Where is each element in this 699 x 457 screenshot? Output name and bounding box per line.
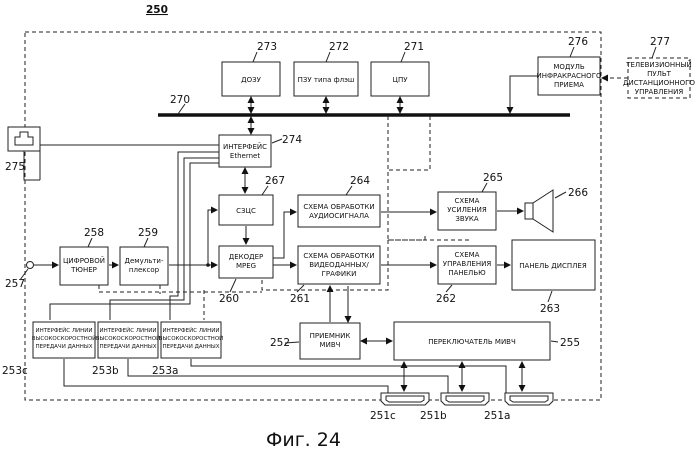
ref-255: 255 <box>560 337 580 349</box>
amp-label-3: ЗВУКА <box>455 215 479 223</box>
decoder-label-1: ДЕКОДЕР <box>229 253 263 261</box>
figure-caption: Фиг. 24 <box>266 429 341 451</box>
demux-label-2: плексор <box>129 266 160 274</box>
speaker-icon <box>525 203 533 219</box>
figure-ref-250: 250 <box>146 4 168 16</box>
rx-label-1: ПРИЕМНИК <box>310 332 351 340</box>
hs-c-label-1: ИНТЕРФЕЙС ЛИНИИ <box>36 327 93 334</box>
ref-270: 270 <box>170 94 190 106</box>
hs-c-label-3: ПЕРЕДАЧИ ДАННЫХ <box>35 344 92 350</box>
panelctl-label-1: СХЕМА <box>455 251 480 259</box>
ref-257: 257 <box>5 278 25 290</box>
ref-277: 277 <box>650 36 670 48</box>
tuner-label-2: ТЮНЕР <box>70 266 97 274</box>
panelctl-label-2: УПРАВЛЕНИЯ <box>443 260 492 268</box>
rx-label-2: МИВЧ <box>320 341 341 349</box>
ref-258: 258 <box>84 227 104 239</box>
remote-label-4: УПРАВЛЕНИЯ <box>635 88 684 96</box>
ref-275: 275 <box>5 161 25 173</box>
ir-label-2: ИНФРАКРАСНОГО <box>537 72 602 80</box>
ref-265: 265 <box>483 172 503 184</box>
audio-label-1: СХЕМА ОБРАБОТКИ <box>303 203 374 211</box>
ref-276: 276 <box>568 36 588 48</box>
video-label-3: ГРАФИКИ <box>322 270 357 278</box>
dozu-label: ДОЗУ <box>241 76 261 84</box>
amp-label-2: УСИЛЕНИЯ <box>447 206 487 214</box>
demux-label-1: Демульти- <box>125 257 164 265</box>
ref-253a: 253a <box>152 365 178 377</box>
ref-271: 271 <box>404 41 424 53</box>
cpu-label: ЦПУ <box>393 76 409 84</box>
ir-label-3: ПРИЕМА <box>554 81 584 89</box>
ref-260: 260 <box>219 293 239 305</box>
hs-b-label-1: ИНТЕРФЕЙС ЛИНИИ <box>100 327 157 334</box>
hs-a-label-1: ИНТЕРФЕЙС ЛИНИИ <box>163 327 220 334</box>
hdmi-connector-251b <box>441 393 489 405</box>
network-connector <box>8 127 40 151</box>
audio-processing-block <box>298 195 380 227</box>
display-label: ПАНЕЛЬ ДИСПЛЕЯ <box>519 262 587 270</box>
ref-272: 272 <box>329 41 349 53</box>
panelctl-label-3: ПАНЕЛЬЮ <box>448 269 486 277</box>
amp-label-1: СХЕМА <box>455 197 480 205</box>
hs-b-label-2: ВЫСОКОСКОРОСТНОЙ <box>96 335 161 342</box>
video-label-1: СХЕМА ОБРАБОТКИ <box>303 252 374 260</box>
ref-253c: 253c <box>2 365 28 377</box>
antenna-terminal <box>27 262 34 269</box>
hs-c-label-2: ВЫСОКОСКОРОСТНОЙ <box>32 335 97 342</box>
eth-label-1: ИНТЕРФЕЙС <box>223 142 267 151</box>
audio-label-2: АУДИОСИГНАЛА <box>309 212 369 220</box>
ref-251b: 251b <box>420 410 447 422</box>
hs-a-label-2: ВЫСОКОСКОРОСТНОЙ <box>159 335 224 342</box>
ref-267: 267 <box>265 175 285 187</box>
hs-a-label-3: ПЕРЕДАЧИ ДАННЫХ <box>162 344 219 350</box>
ref-261: 261 <box>290 293 310 305</box>
ref-263: 263 <box>540 303 560 315</box>
ref-264: 264 <box>350 175 370 187</box>
ref-253b: 253b <box>92 365 119 377</box>
remote-label-2: ПУЛЬТ <box>647 70 672 78</box>
ref-266: 266 <box>568 187 588 199</box>
video-label-2: ВИДЕОДАННЫХ/ <box>309 261 369 269</box>
szcs-label: СЗЦС <box>236 207 256 215</box>
remote-label-3: ДИСТАНЦИОННОГО <box>623 79 695 87</box>
remote-label-1: ТЕЛЕВИЗИОННЫЙ <box>625 60 692 69</box>
ir-label-1: МОДУЛЬ <box>553 63 585 71</box>
switch-label: ПЕРЕКЛЮЧАТЕЛЬ МИВЧ <box>428 338 516 346</box>
ref-273: 273 <box>257 41 277 53</box>
ref-259: 259 <box>138 227 158 239</box>
eth-label-2: Ethernet <box>230 152 260 160</box>
ref-274: 274 <box>282 134 302 146</box>
flash-rom-label: ПЗУ типа флэш <box>298 76 355 84</box>
ref-251c: 251c <box>370 410 396 422</box>
hdmi-connector-251c <box>381 393 429 405</box>
tuner-label-1: ЦИФРОВОЙ <box>63 256 105 265</box>
ref-262: 262 <box>436 293 456 305</box>
ref-251a: 251a <box>484 410 510 422</box>
decoder-label-2: MPEG <box>236 262 256 270</box>
hdmi-connector-251a <box>505 393 553 405</box>
hs-b-label-3: ПЕРЕДАЧИ ДАННЫХ <box>99 344 156 350</box>
ethernet-interface-block <box>219 135 271 167</box>
